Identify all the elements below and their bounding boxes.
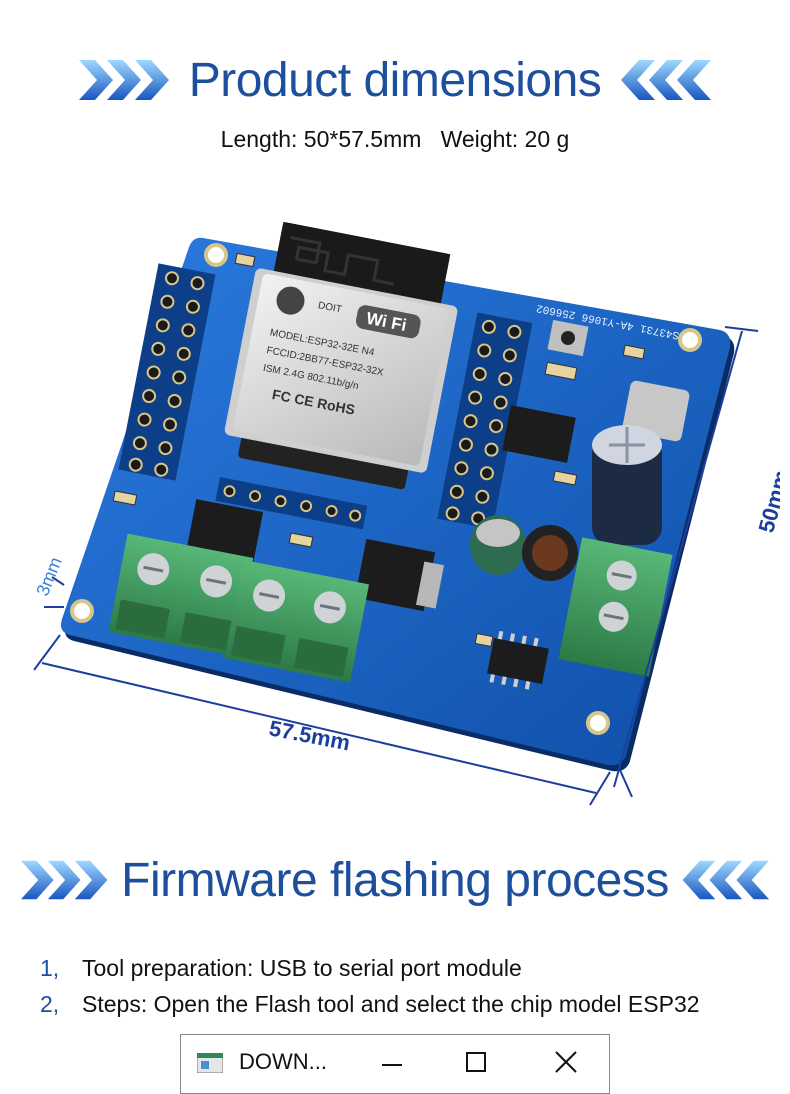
- dimension-3mm: 3mm: [32, 554, 66, 599]
- esp32-module: DOIT Wi Fi MODEL:ESP32-32E N4 FCCID:2BB7…: [224, 221, 458, 490]
- chevron-left-icon: [621, 60, 712, 100]
- pcb-board-image: DOIT Wi Fi MODEL:ESP32-32E N4 FCCID:2BB7…: [20, 215, 790, 815]
- window-title: DOWN...: [239, 1049, 327, 1074]
- mounting-hole: [586, 711, 610, 735]
- terminal-block-right: [558, 537, 673, 677]
- usb-port: [622, 380, 690, 442]
- step-text: Tool preparation: USB to serial port mod…: [82, 954, 522, 981]
- dimension-50mm: 50mm: [753, 467, 780, 535]
- mosfet-q2: [354, 538, 436, 612]
- module-brand: DOIT: [317, 300, 343, 315]
- pin-header-p4: [215, 477, 368, 530]
- section-header-firmware: Firmware flashing process: [0, 848, 790, 912]
- pcb-illustration: DOIT Wi Fi MODEL:ESP32-32E N4 FCCID:2BB7…: [32, 221, 790, 806]
- close-button[interactable]: [551, 1047, 581, 1077]
- mounting-hole: [204, 243, 228, 267]
- close-icon: [555, 1051, 577, 1073]
- minimize-icon: [382, 1064, 402, 1066]
- maximize-button[interactable]: [461, 1047, 491, 1077]
- section-title: Firmware flashing process: [121, 853, 669, 907]
- electrolytic-capacitor: [592, 425, 662, 545]
- product-specs: Length: 50*57.5mm Weight: 20 g: [220, 126, 570, 152]
- step-text: Steps: Open the Flash tool and select th…: [82, 990, 700, 1017]
- minimize-button[interactable]: [377, 1047, 407, 1077]
- chevron-right-icon: [78, 60, 169, 100]
- step-item: 2, Steps: Open the Flash tool and select…: [40, 986, 700, 1022]
- section-header-dimensions: Product dimensions: [0, 50, 790, 110]
- section-title: Product dimensions: [188, 53, 602, 107]
- dimension-57-5mm: 57.5mm: [267, 715, 352, 755]
- step-number: 1,: [40, 954, 60, 981]
- step-number: 2,: [40, 990, 60, 1017]
- chevron-right-icon: [21, 860, 108, 900]
- steps-list: 1, Tool preparation: USB to serial port …: [40, 950, 700, 1022]
- pin-header-left: [118, 263, 216, 481]
- driver-ic: [487, 637, 549, 685]
- terminal-block-middle: [224, 559, 370, 683]
- dimension-lines: [33, 326, 759, 806]
- step-item: 1, Tool preparation: USB to serial port …: [40, 950, 700, 986]
- voltage-regulator: [502, 405, 576, 463]
- flash-tool-window: DOWN...: [180, 1034, 610, 1094]
- mounting-hole: [678, 328, 702, 352]
- app-icon: [197, 1053, 223, 1073]
- mounting-hole: [70, 599, 94, 623]
- maximize-icon: [466, 1052, 486, 1072]
- terminal-block-left: [108, 533, 254, 657]
- chevron-left-icon: [682, 860, 769, 900]
